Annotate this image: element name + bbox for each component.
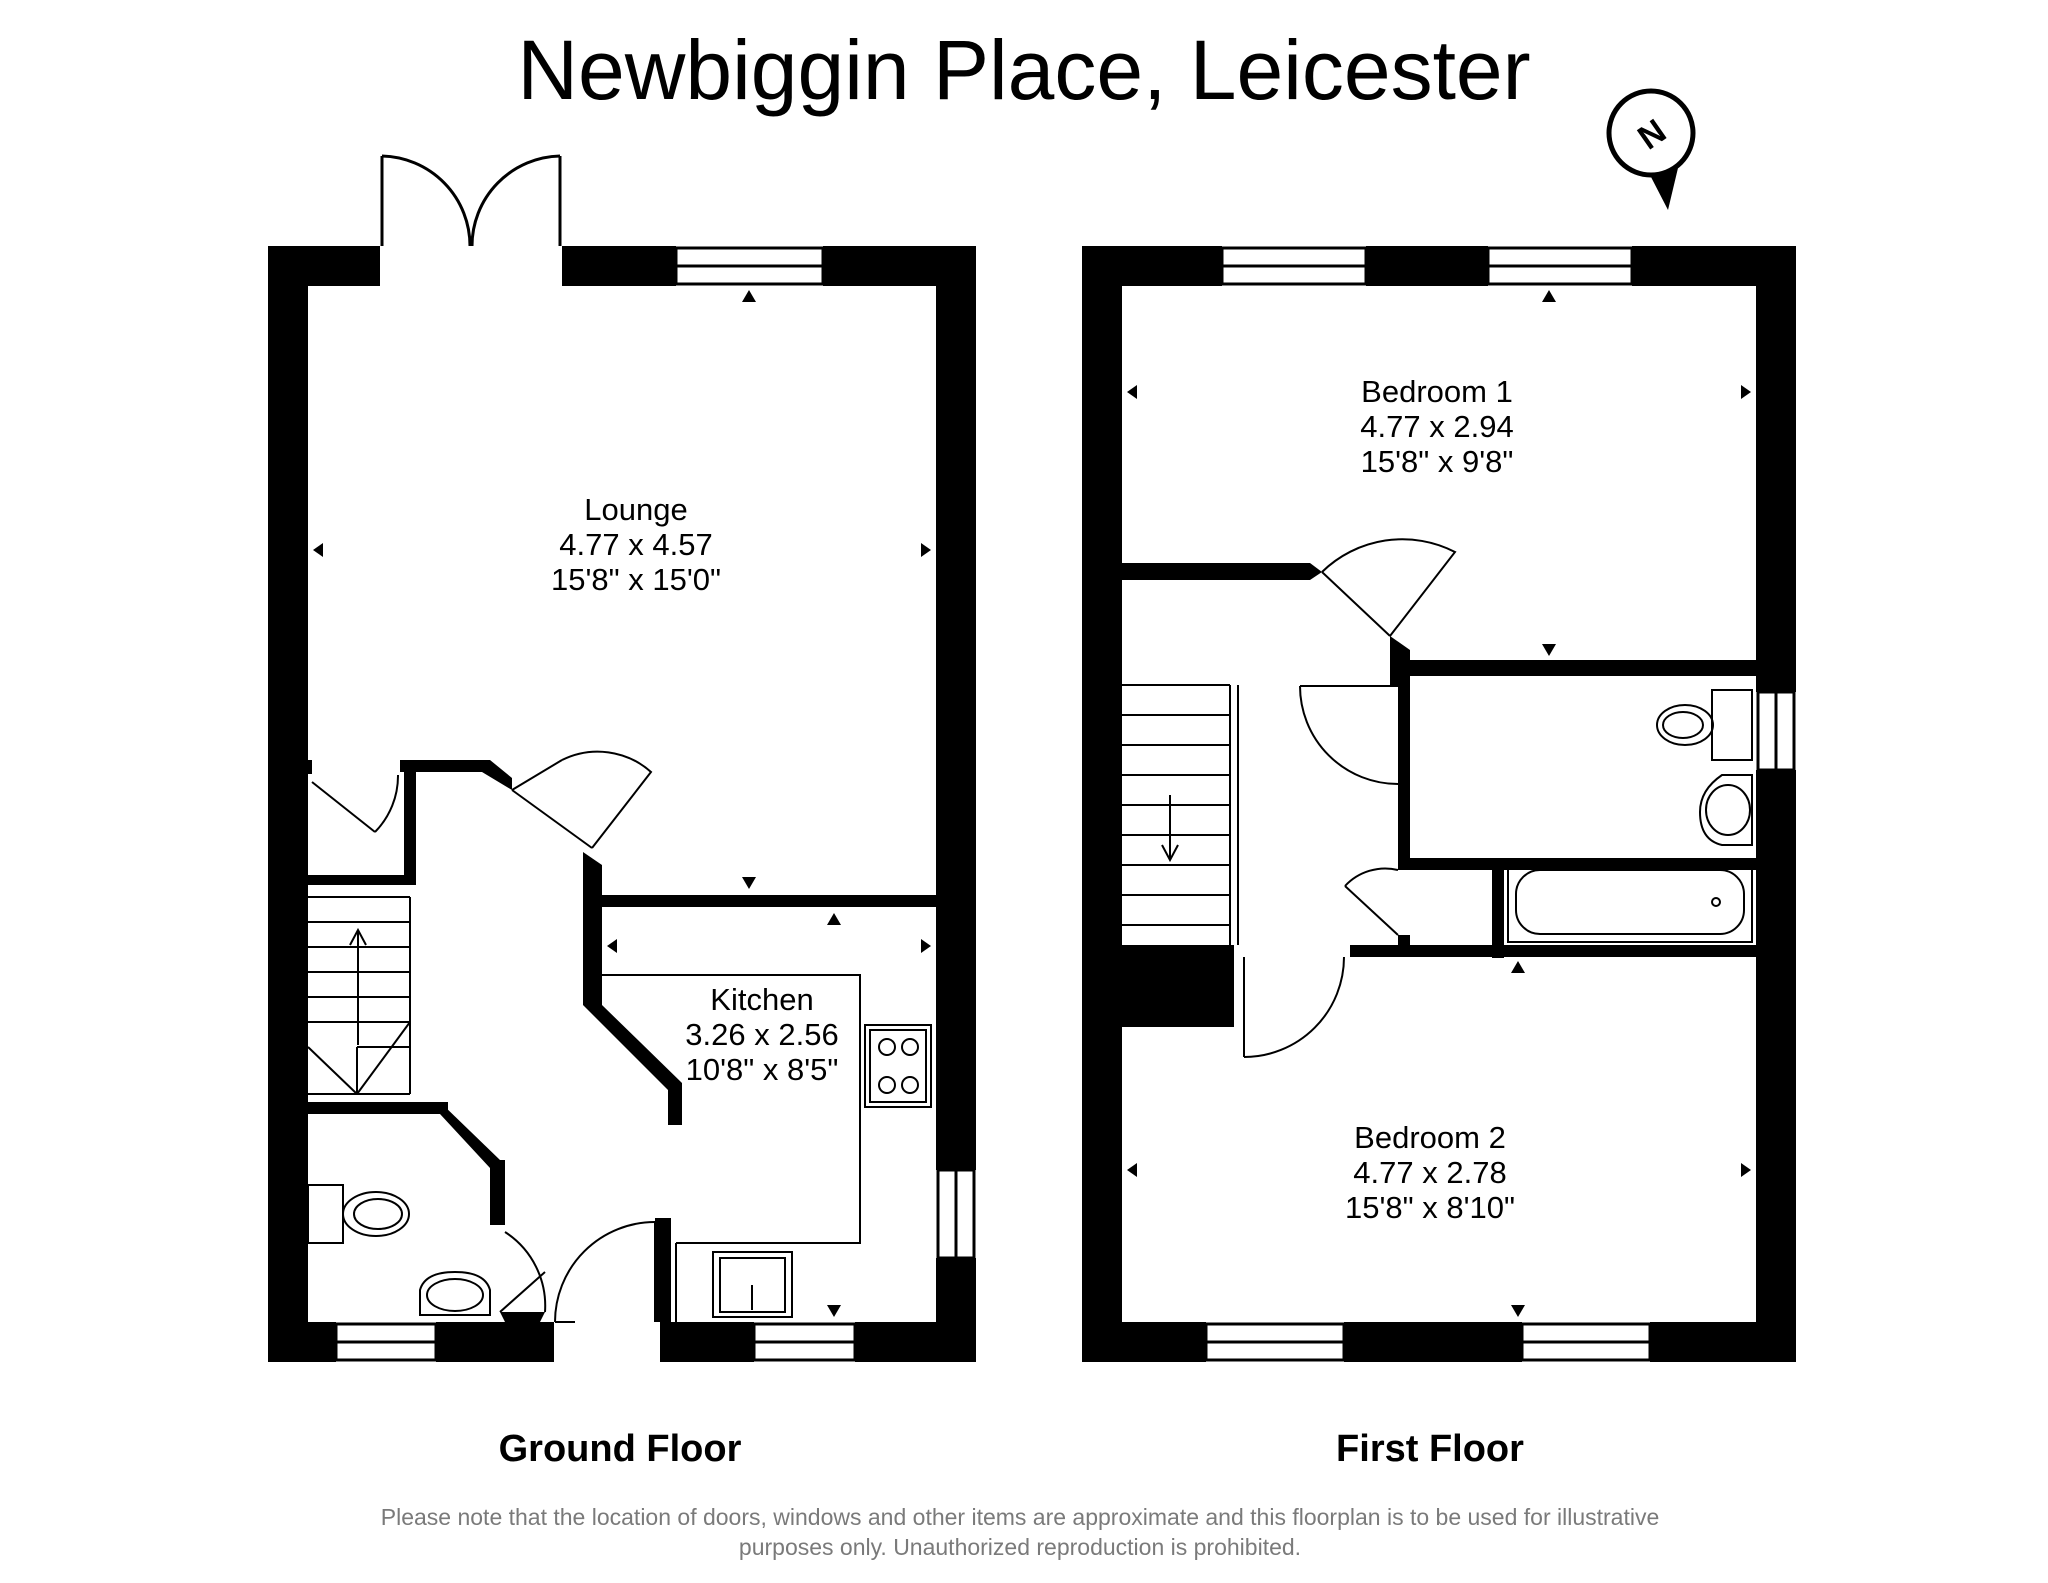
plan-title: Newbiggin Place, Leicester — [517, 23, 1531, 117]
ground-dimension-arrows — [313, 290, 931, 1317]
first-floor-label: First Floor — [1336, 1428, 1524, 1470]
compass-pointer-icon — [1650, 168, 1678, 210]
first-dimension-arrows — [1127, 290, 1751, 1317]
disclaimer-note: Please note that the location of doors, … — [300, 1502, 1740, 1562]
bedroom1-name: Bedroom 1 — [1361, 374, 1513, 409]
kitchen-metric: 3.26 x 2.56 — [685, 1017, 838, 1052]
disclaimer-line-2: purposes only. Unauthorized reproduction… — [738, 1534, 1302, 1560]
lounge-metric: 4.77 x 4.57 — [559, 527, 712, 562]
ground-floor-plan: Lounge 4.77 x 4.57 15'8" x 15'0" Kitchen… — [268, 154, 976, 1362]
kitchen-imperial: 10'8" x 8'5" — [686, 1052, 839, 1087]
disclaimer-line-1: Please note that the location of doors, … — [380, 1504, 1660, 1530]
first-internal-walls — [1122, 563, 1756, 1027]
first-windows — [1204, 246, 1796, 1362]
first-floor-plan: Bedroom 1 4.77 x 2.94 15'8" x 9'8" Bedro… — [1082, 246, 1796, 1362]
ground-windows — [334, 246, 976, 1362]
first-outer-walls — [1082, 246, 1796, 1362]
ground-floor-label: Ground Floor — [498, 1428, 742, 1470]
bedroom1-imperial: 15'8" x 9'8" — [1361, 444, 1514, 479]
bedroom1-metric: 4.77 x 2.94 — [1360, 409, 1513, 444]
kitchen-name: Kitchen — [710, 982, 813, 1017]
bedroom2-imperial: 15'8" x 8'10" — [1345, 1190, 1515, 1225]
french-doors — [380, 154, 562, 247]
compass-label: N — [1631, 112, 1673, 157]
ground-outer-walls — [268, 246, 976, 1362]
bedroom2-name: Bedroom 2 — [1354, 1120, 1506, 1155]
lounge-name: Lounge — [584, 492, 687, 527]
ground-thin-lines — [307, 750, 932, 1323]
lounge-imperial: 15'8" x 15'0" — [551, 562, 721, 597]
first-thin-lines — [1122, 538, 1753, 1058]
north-compass: N — [1606, 88, 1696, 210]
bedroom2-metric: 4.77 x 2.78 — [1353, 1155, 1506, 1190]
